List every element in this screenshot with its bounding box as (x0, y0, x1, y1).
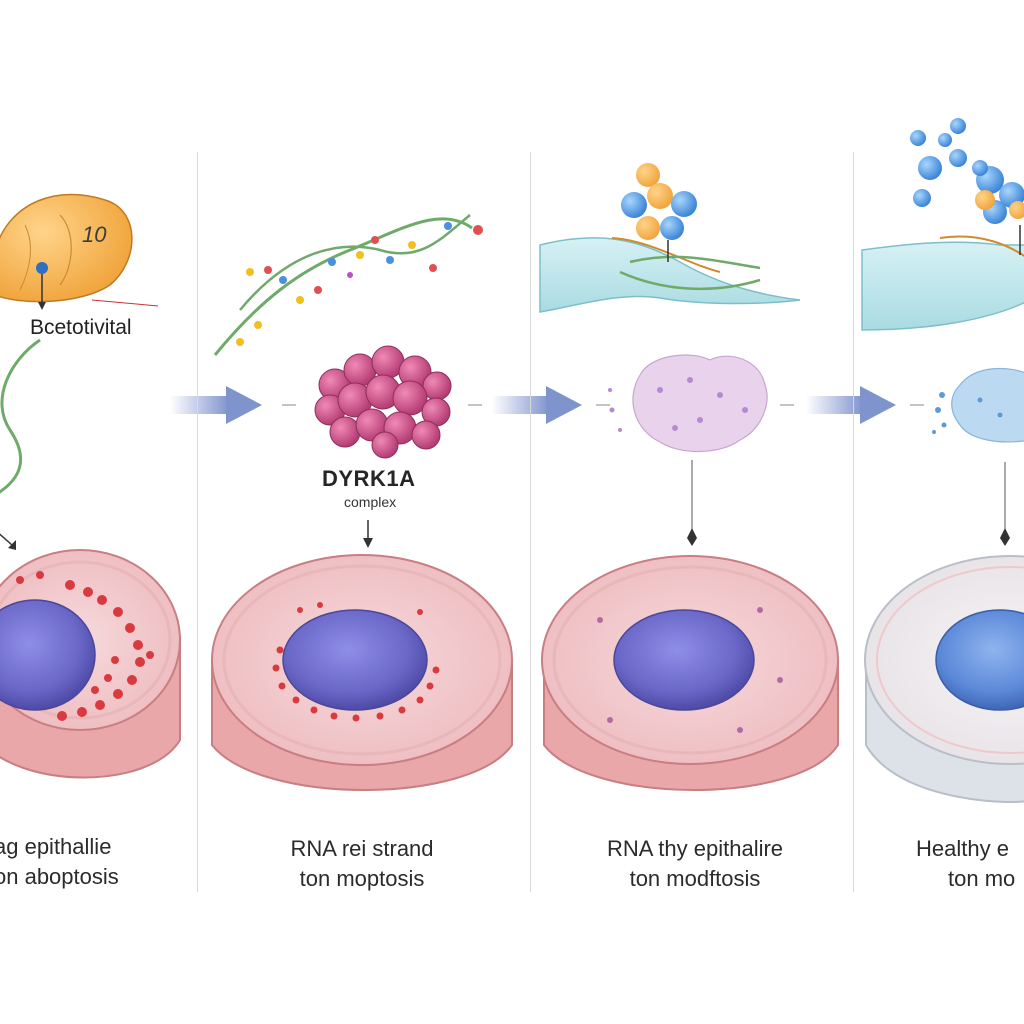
panel-divider (197, 152, 198, 892)
panel-divider (853, 152, 854, 892)
panel-divider (530, 152, 531, 892)
protein-cluster-icon (932, 367, 1024, 443)
panel-3-caption: RNA thy epithalire ton modftosis (580, 834, 810, 894)
caption-line-1: Healthy e (916, 836, 1009, 861)
rna-strand-icon (213, 214, 483, 356)
cell-dish-icon (0, 549, 181, 779)
panel-4-caption: Healthy e ton mo (916, 834, 1024, 894)
protein-cluster-icon (314, 345, 452, 459)
caption-line-2: ton mo (948, 866, 1016, 891)
caption-line-1: RNA rei strand (290, 836, 434, 861)
membrane-wave (861, 235, 1024, 331)
panel-1-molecule (0, 193, 159, 310)
process-arrow-icon (468, 386, 610, 424)
caption-line-1: RNA thy epithalire (606, 836, 784, 861)
cell-dish-icon (211, 554, 513, 791)
down-arrow-icon (1000, 462, 1010, 546)
protein-cluster-icon (910, 118, 1024, 224)
rna-strand-icon (0, 338, 41, 494)
molecule-badge: 10 (82, 222, 107, 247)
cell-dish-icon (541, 555, 839, 791)
panel-1-label: Bcetotivital (30, 316, 132, 339)
caption-line-2: ton moptosis (299, 866, 425, 891)
caption-line-2: on aboptosis (0, 864, 119, 889)
caption-line-1: ag epithallie (0, 834, 112, 859)
panel-2-caption: RNA rei strand ton moptosis (262, 834, 462, 894)
process-arrow-icon (170, 386, 296, 424)
caption-line-2: ton modftosis (629, 866, 761, 891)
protein-cluster-icon (608, 354, 768, 453)
protein-cluster-icon (621, 163, 697, 262)
cell-dish-icon (864, 555, 1024, 803)
protein-title: DYRK1A (322, 466, 416, 491)
down-arrow-icon (687, 460, 697, 546)
membrane-wave (539, 237, 801, 313)
down-arrow-icon (363, 520, 373, 548)
protein-subtitle: complex (344, 494, 397, 510)
panel-1-caption: ag epithallie on aboptosis (0, 832, 119, 892)
process-arrow-icon (780, 386, 924, 424)
